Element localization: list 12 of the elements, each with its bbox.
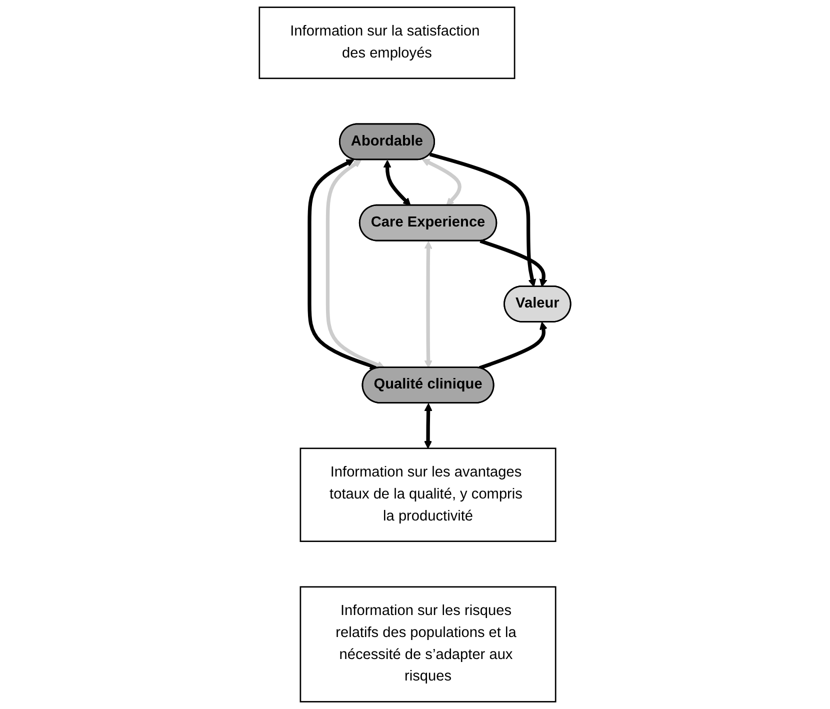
arrow: [424, 403, 432, 449]
arrow: [480, 239, 548, 287]
arrow: [326, 160, 385, 369]
arrow: [424, 241, 432, 368]
arrow: [429, 152, 536, 287]
arrow: [383, 160, 411, 206]
arrow: [308, 159, 378, 370]
arrow: [422, 158, 462, 206]
node-box: [258, 6, 516, 80]
node-box: [300, 586, 556, 702]
node-box: [300, 448, 556, 542]
arrow: [478, 322, 548, 370]
